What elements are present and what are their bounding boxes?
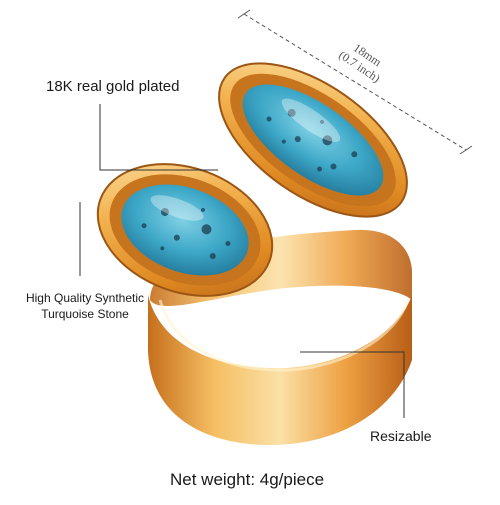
- setting-back: [218, 62, 408, 218]
- stone-label: High Quality Synthetic Turquoise Stone: [20, 290, 150, 322]
- turquoise-stone-front: [121, 184, 249, 276]
- stone-label-line1: High Quality Synthetic: [25, 291, 145, 305]
- resizable-label: Resizable: [370, 428, 432, 444]
- net-weight-label: Net weight: 4g/piece: [170, 470, 325, 489]
- gold-plated-label: 18K real gold plated: [46, 78, 180, 95]
- stone-label-line2: Turquoise Stone: [41, 307, 129, 321]
- callout-lines: [79, 104, 405, 418]
- turquoise-stone-back: [242, 84, 384, 196]
- dimension-line: [237, 9, 473, 155]
- setting-front: [96, 163, 274, 297]
